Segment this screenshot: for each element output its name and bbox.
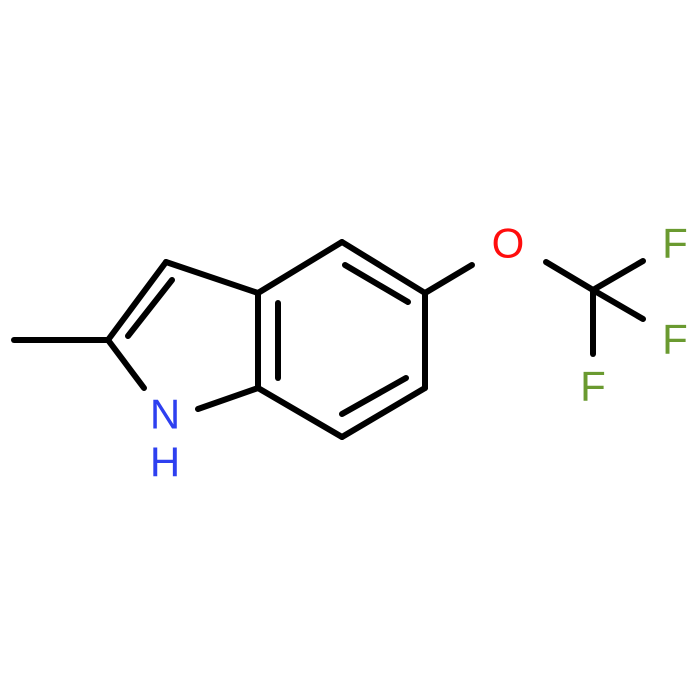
bond-c7-c7a [255,385,345,440]
bond-c-f1 [590,258,646,293]
atom-label-nitrogen: N [150,391,180,438]
bond-c2-c3 [105,259,169,343]
atom-label-fluorine-1: F [662,220,688,267]
bond-c2-c3-inner [125,277,175,339]
bond-c5-o [422,262,475,296]
bond-o-cf3 [543,259,596,293]
atom-labels: N H O F F F [150,220,688,486]
bond-c6-c7 [339,385,428,440]
bond-c2-n1 [105,337,147,391]
atom-label-fluorine-3: F [580,363,606,410]
atom-label-hydrogen: H [150,439,180,486]
atom-label-oxygen: O [492,220,525,267]
bond-n1-c7a [195,385,261,412]
bond-c3-c3a [163,259,261,296]
bond-c3a-c4 [255,239,345,296]
bond-c4-c5-inner [342,262,411,305]
atom-label-fluorine-2: F [662,316,688,363]
bonds [11,239,646,440]
bond-c-f2 [590,287,646,322]
bond-c4-c5 [339,239,428,296]
bond-c6-c7-inner [339,375,409,417]
